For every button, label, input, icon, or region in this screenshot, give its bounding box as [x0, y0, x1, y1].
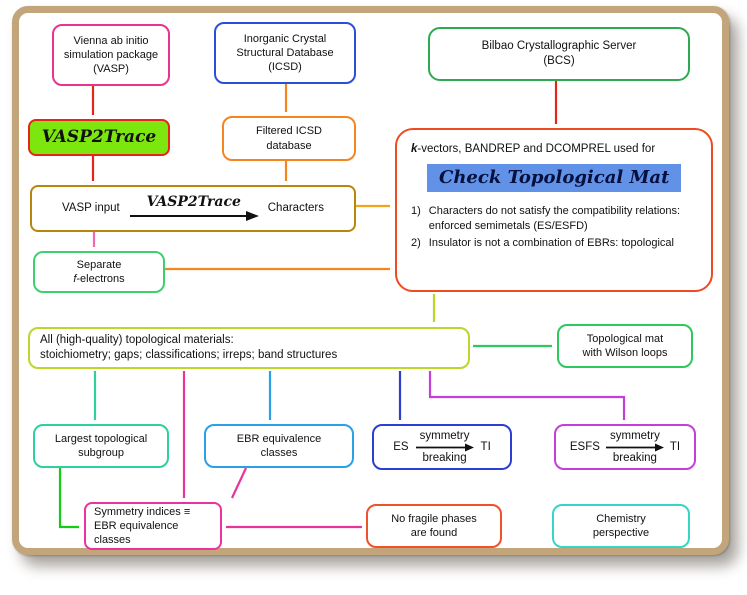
node-bcs: Bilbao Crystallographic Server (BCS) — [428, 27, 690, 81]
black-arrow-icon — [129, 211, 259, 221]
node-all-topological-materials: All (high-quality) topological materials… — [28, 327, 470, 369]
arrow-largest-symmetry-bidirectional — [58, 467, 79, 529]
arrow-ebr-symmetry-bidirectional — [231, 467, 247, 499]
node-icsd-line: Structural Database — [236, 46, 334, 59]
electrons-text: -electrons — [76, 273, 125, 285]
check-item-2: 2) Insulator is not a combination of EBR… — [411, 236, 691, 250]
node-icsd: Inorganic Crystal Structural Database (I… — [214, 22, 356, 84]
node-ebr-classes: EBR equivalence classes — [204, 424, 354, 468]
symmetry-text: symmetry — [419, 430, 470, 443]
check-intro-k: k — [411, 143, 418, 155]
ebr-line: EBR equivalence — [236, 432, 322, 445]
separate-line: f-electrons — [73, 272, 124, 286]
vasp-input-label: VASP input — [61, 202, 120, 215]
largest-line: subgroup — [78, 447, 124, 459]
vasp2trace-process-arrow: VASP2Trace — [128, 195, 260, 222]
breaking-text: breaking — [612, 451, 657, 464]
node-no-fragile-phases: No fragile phases are found — [366, 504, 502, 548]
ebr-line: classes — [260, 447, 298, 459]
symmetry-indices-line: EBR equivalence — [94, 519, 179, 532]
wilson-line: with Wilson loops — [582, 347, 668, 359]
node-check-topological: k-vectors, BANDREP and DCOMPREL used for… — [395, 128, 713, 292]
separate-line: Separate — [76, 258, 122, 271]
node-es-to-ti: ES symmetry breaking TI — [372, 424, 512, 470]
esfs-label: ESFS — [569, 440, 600, 453]
vasp2trace-arrow-label: VASP2Trace — [146, 194, 241, 210]
node-bcs-line: (BCS) — [543, 55, 575, 67]
node-bcs-line: Bilbao Crystallographic Server — [481, 40, 637, 53]
vasp2trace-label: VASP2Trace — [41, 127, 157, 148]
node-separate-f-electrons: Separate f-electrons — [33, 251, 165, 293]
breaking-text: breaking — [422, 451, 467, 464]
check-item-number: 2) — [411, 236, 421, 249]
node-icsd-line: Inorganic Crystal — [243, 32, 327, 45]
symmetry-indices-line: classes — [94, 534, 131, 547]
check-intro-rest: -vectors, BANDREP and DCOMPREL used for — [417, 143, 656, 155]
wilson-line: Topological mat — [586, 332, 664, 345]
check-item-1: 1) Characters do not satisfy the compati… — [411, 204, 691, 233]
arrow-all-to-esfs — [428, 371, 626, 420]
node-vasp-input: VASP input VASP2Trace Characters — [30, 185, 356, 232]
symmetry-text: symmetry — [609, 430, 660, 443]
symmetry-breaking-arrow: symmetry breaking — [605, 430, 665, 464]
ti-label: TI — [669, 440, 681, 453]
node-filtered-icsd: Filtered ICSD database — [222, 116, 356, 161]
node-esfs-to-ti: ESFS symmetry breaking TI — [554, 424, 696, 470]
check-title-highlight: Check Topological Mat — [427, 163, 682, 193]
ti-label: TI — [480, 440, 491, 453]
f-italic: f — [73, 273, 77, 285]
node-filtered-line: database — [266, 139, 312, 152]
check-item-text: Characters do not satisfy the compatibil… — [428, 205, 681, 232]
all-materials-line: stoichiometry; gaps; classifications; ir… — [40, 349, 338, 361]
check-item-number: 1) — [411, 205, 421, 218]
node-vasp-line: (VASP) — [93, 63, 129, 76]
node-vasp-line: Vienna ab initio — [73, 34, 149, 47]
node-vasp2trace-badge: VASP2Trace — [28, 119, 170, 156]
check-intro: k-vectors, BANDREP and DCOMPREL used for — [411, 142, 655, 157]
black-arrow-icon — [415, 443, 474, 451]
no-fragile-line: No fragile phases — [391, 512, 477, 525]
check-item-text: Insulator is not a combination of EBRs: … — [428, 236, 674, 249]
node-filtered-line: Filtered ICSD — [255, 125, 323, 138]
symmetry-breaking-arrow: symmetry breaking — [415, 430, 475, 464]
chemistry-line: perspective — [592, 527, 650, 539]
largest-line: Largest topological — [54, 432, 148, 445]
es-label: ES — [393, 440, 409, 453]
node-icsd-line: (ICSD) — [268, 61, 302, 74]
no-fragile-line: are found — [410, 527, 458, 539]
node-vasp-line: simulation package — [63, 48, 159, 61]
node-wilson-loops: Topological mat with Wilson loops — [557, 324, 693, 368]
node-symmetry-indices: Symmetry indices ≡ EBR equivalence class… — [84, 502, 222, 550]
chemistry-line: Chemistry — [596, 512, 646, 525]
node-largest-subgroup: Largest topological subgroup — [33, 424, 169, 468]
node-chemistry-perspective: Chemistry perspective — [552, 504, 690, 548]
symmetry-indices-line: Symmetry indices ≡ — [94, 505, 191, 518]
black-arrow-icon — [605, 443, 664, 451]
characters-label: Characters — [267, 202, 324, 215]
node-vasp: Vienna ab initio simulation package (VAS… — [52, 24, 170, 86]
all-materials-line: All (high-quality) topological materials… — [40, 334, 234, 347]
